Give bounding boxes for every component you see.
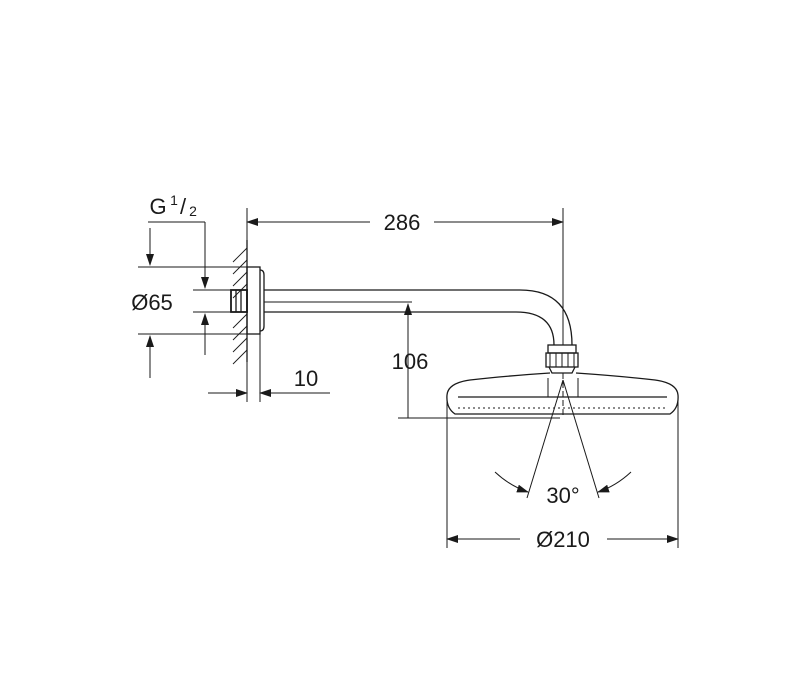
swivel-joint — [545, 344, 579, 374]
dimension-diameter-65-label: Ø65 — [131, 290, 173, 315]
shower-head — [446, 372, 679, 418]
dimension-286-label: 286 — [384, 210, 421, 235]
dimension-10-label: 10 — [294, 366, 318, 391]
dimension-spray-angle-label: 30° — [546, 483, 579, 508]
shower-arm — [264, 289, 573, 346]
dimension-106: 106 — [392, 303, 560, 419]
dimension-106-label: 106 — [392, 349, 429, 374]
thread-size-label: G 1 / 2 — [148, 192, 231, 355]
thread-numerator-label: 1 — [170, 192, 178, 208]
wall-flange — [246, 266, 265, 335]
dimension-diameter-210-label: Ø210 — [536, 527, 590, 552]
thread-denominator-label: 2 — [189, 203, 197, 219]
thread-prefix-label: G — [149, 194, 166, 219]
dimension-286: 286 — [246, 208, 564, 345]
thread-slash: / — [180, 194, 187, 219]
wall — [232, 240, 248, 365]
dimension-10: 10 — [208, 334, 330, 402]
thread-connector — [230, 289, 248, 313]
dimension-diameter-210: Ø210 — [446, 395, 679, 552]
dimension-spray-angle: 30° — [494, 379, 632, 508]
dimension-diameter-65: Ø65 — [131, 228, 247, 378]
